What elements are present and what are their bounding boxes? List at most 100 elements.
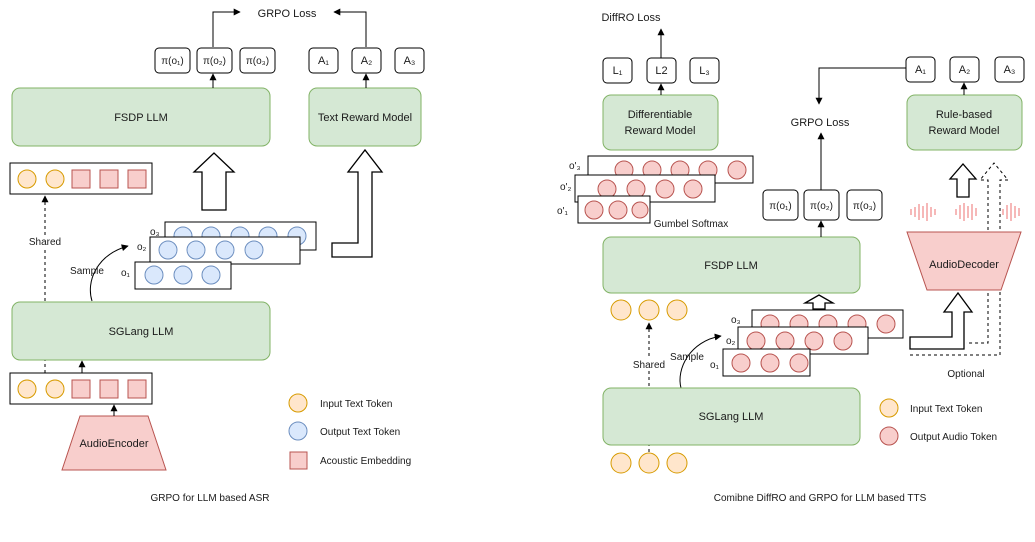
output-audio-token — [626, 179, 646, 199]
hollow-up-arrow — [192, 152, 236, 211]
optional-label: Optional — [947, 369, 984, 380]
grpo-loss-label: GRPO Loss — [258, 8, 317, 20]
relaxed-sample-stack: o'₃ o'₂ o'₁ — [557, 155, 754, 224]
sample-action-label: Sample — [670, 352, 704, 363]
input-text-token — [666, 452, 688, 474]
advantage-label: A₁ — [915, 64, 926, 76]
legend-label: Acoustic Embedding — [320, 456, 411, 467]
legend-left: Input Text Token Output Text Token Acous… — [288, 393, 411, 470]
shared-label: Shared — [633, 360, 665, 371]
input-text-token — [45, 169, 65, 189]
differentiable-reward-model-label: Differentiable — [628, 109, 693, 121]
sample-label: o₂ — [726, 336, 736, 347]
policy-output-box — [239, 47, 276, 74]
legend-label: Input Text Token — [320, 399, 392, 410]
input-text-token — [610, 299, 632, 321]
input-text-token — [610, 452, 632, 474]
input-text-token — [666, 299, 688, 321]
advantage-box — [905, 56, 936, 83]
input-token-row-top — [9, 162, 153, 195]
shared-label: Shared — [29, 237, 61, 248]
policy-to-loss-arrow — [212, 8, 241, 47]
output-audio-token — [804, 331, 824, 351]
relaxed-sample-label: o'₃ — [569, 161, 581, 172]
advantage-boxes: A₁ A₂ A₃ — [308, 47, 425, 74]
sample-curved-arrow — [89, 244, 129, 302]
output-text-token — [244, 240, 264, 260]
sample-stack: o₃ o₂ o₁ — [710, 309, 904, 377]
input-token-row-top — [610, 299, 688, 321]
advantage-to-grpo-arrow — [815, 67, 906, 105]
left-caption: GRPO for LLM based ASR — [151, 493, 270, 504]
fsdp-llm-box — [11, 87, 271, 147]
advantage-label: A₂ — [959, 64, 971, 76]
input-token-row-bottom — [9, 372, 153, 405]
policy-output-label: π(o₃) — [853, 201, 876, 212]
legend-label: Input Text Token — [910, 404, 982, 415]
acoustic-embedding — [127, 169, 147, 189]
output-text-token — [215, 240, 235, 260]
advantage-boxes: A₁ A₂ A₃ — [905, 56, 1025, 83]
sample-label: o₃ — [731, 315, 741, 326]
acoustic-embedding — [71, 379, 91, 399]
sample-label: o₂ — [137, 242, 147, 253]
legend-acoustic-embedding-swatch — [289, 451, 308, 470]
relaxed-sample-label: o'₁ — [557, 206, 568, 217]
text-reward-model-label: Text Reward Model — [318, 112, 412, 124]
output-audio-token — [655, 179, 675, 199]
left-panel: GRPO Loss π(o₁) π(o₂) π(o₃) A₁ A₂ A₃ FSD… — [9, 8, 425, 504]
acoustic-embedding — [71, 169, 91, 189]
legend-output-text-token-swatch — [288, 421, 308, 441]
advantage-box — [949, 56, 980, 83]
output-audio-token — [760, 353, 780, 373]
acoustic-embedding — [127, 379, 147, 399]
sample-curved-arrow — [679, 333, 722, 389]
shared-label-bg — [26, 235, 64, 248]
loss-boxes: L₁ L2 L₃ — [602, 57, 720, 84]
advantage-box — [394, 47, 425, 74]
policy-output-label: π(o₁) — [769, 201, 792, 212]
loss-box — [689, 57, 720, 84]
samples-to-fsdp-hollow-arrow — [802, 294, 836, 310]
fsdp-llm-box — [602, 236, 861, 294]
diffro-loss-label: DiffRO Loss — [601, 12, 661, 24]
input-text-token — [45, 379, 65, 399]
rule-based-reward-model-label: Reward Model — [929, 125, 1000, 137]
input-text-token — [17, 169, 37, 189]
policy-output-label: π(o₂) — [810, 201, 833, 212]
policy-output-box — [846, 189, 883, 221]
reward-to-loss-arrow — [333, 8, 367, 47]
loss-box — [602, 57, 633, 84]
relaxed-sample-label: o'₂ — [560, 182, 571, 193]
legend-right: Input Text Token Output Audio Token — [879, 398, 997, 446]
policy-output-boxes: π(o₁) π(o₂) π(o₃) — [762, 189, 883, 221]
input-text-token — [638, 452, 660, 474]
output-audio-token — [876, 314, 896, 334]
output-text-token — [201, 265, 221, 285]
advantage-label: A₂ — [361, 55, 373, 67]
fsdp-llm-label: FSDP LLM — [704, 260, 758, 272]
text-reward-model-box — [308, 87, 422, 147]
output-audio-token — [833, 331, 853, 351]
sample-label: o₁ — [121, 268, 131, 279]
advantage-box — [994, 56, 1025, 83]
output-audio-token — [597, 179, 617, 199]
acoustic-embedding — [99, 379, 119, 399]
legend-input-text-token-swatch — [288, 393, 308, 413]
policy-output-box — [196, 47, 233, 74]
input-text-token — [638, 299, 660, 321]
right-caption: Comibne DiffRO and GRPO for LLM based TT… — [714, 493, 927, 504]
output-audio-token — [731, 353, 751, 373]
legend-input-text-token-swatch — [879, 398, 899, 418]
sglang-llm-box — [11, 301, 271, 361]
output-audio-token — [746, 331, 766, 351]
rule-based-reward-model-box — [906, 94, 1023, 151]
advantage-box — [308, 47, 339, 74]
legend-output-audio-token-swatch — [879, 426, 899, 446]
grpo-loss-label: GRPO Loss — [791, 117, 850, 129]
policy-output-label: π(o₁) — [161, 56, 184, 67]
advantage-box — [351, 47, 382, 74]
differentiable-reward-model-label: Reward Model — [625, 125, 696, 137]
output-audio-token — [727, 160, 747, 180]
